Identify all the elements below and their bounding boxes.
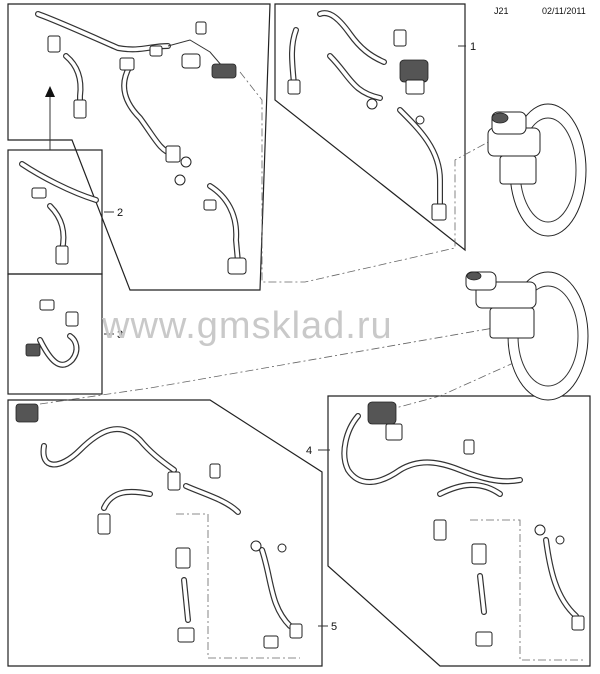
- callout-5: 5: [331, 621, 337, 633]
- main-hose-group: [35, 11, 247, 275]
- watermark: www.gmsklad.ru: [101, 305, 393, 347]
- frame-detail-1: [274, 3, 466, 252]
- ref-line-a: [239, 71, 493, 283]
- diagram-date: 02/11/2011: [542, 6, 586, 16]
- callout-4: 4: [306, 445, 312, 457]
- ref-line-e: [470, 519, 585, 661]
- ref-line-b: [39, 325, 506, 405]
- detail-1-hose-group: [287, 10, 447, 221]
- callout-3: 3: [117, 329, 123, 341]
- frame-detail-5: [7, 399, 323, 667]
- diagram-code: J21: [494, 6, 509, 16]
- ref-line-c: [387, 359, 521, 411]
- frame-detail-3: [7, 273, 103, 395]
- detail-3-hose-group: [25, 299, 80, 368]
- arrow-head: [45, 86, 55, 97]
- frame-main: [7, 3, 271, 291]
- brake-booster-upper: [487, 103, 587, 237]
- ref-line-d: [176, 513, 300, 659]
- detail-5-hose-group: [15, 403, 303, 649]
- callout-2: 2: [117, 207, 123, 219]
- callout-1: 1: [470, 41, 476, 53]
- frame-detail-4: [327, 395, 591, 667]
- brake-booster-lower: [465, 271, 589, 401]
- detail-2-hose-group: [19, 161, 99, 265]
- detail-4-hose-group: [341, 401, 585, 647]
